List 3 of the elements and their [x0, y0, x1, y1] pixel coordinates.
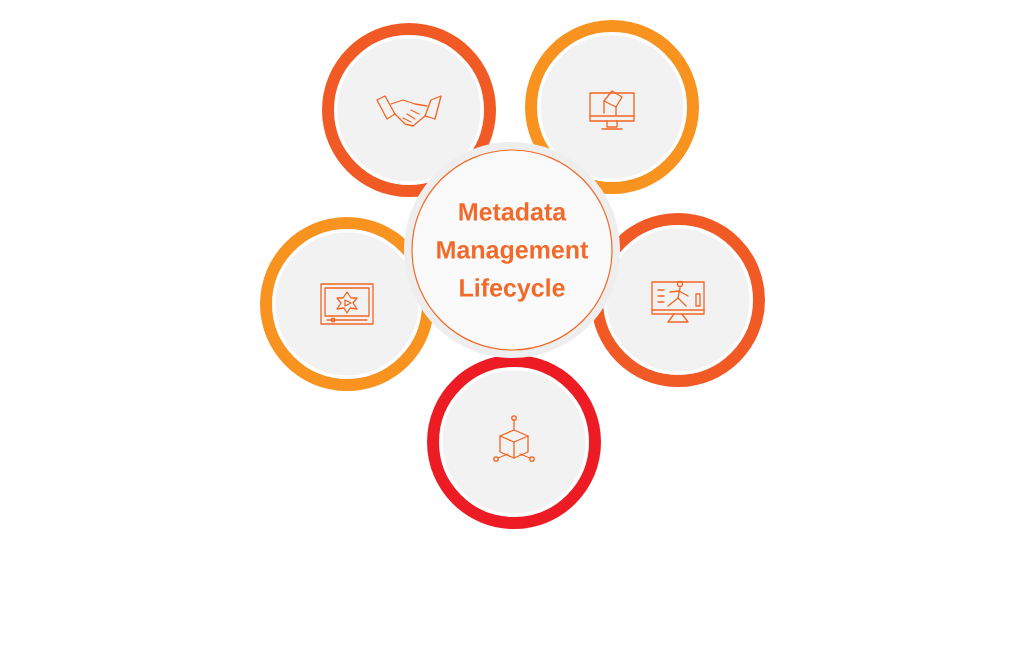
hub-title: Metadata Management Lifecycle	[437, 202, 589, 302]
ring-circle	[427, 355, 601, 529]
hub-circle	[404, 142, 620, 358]
